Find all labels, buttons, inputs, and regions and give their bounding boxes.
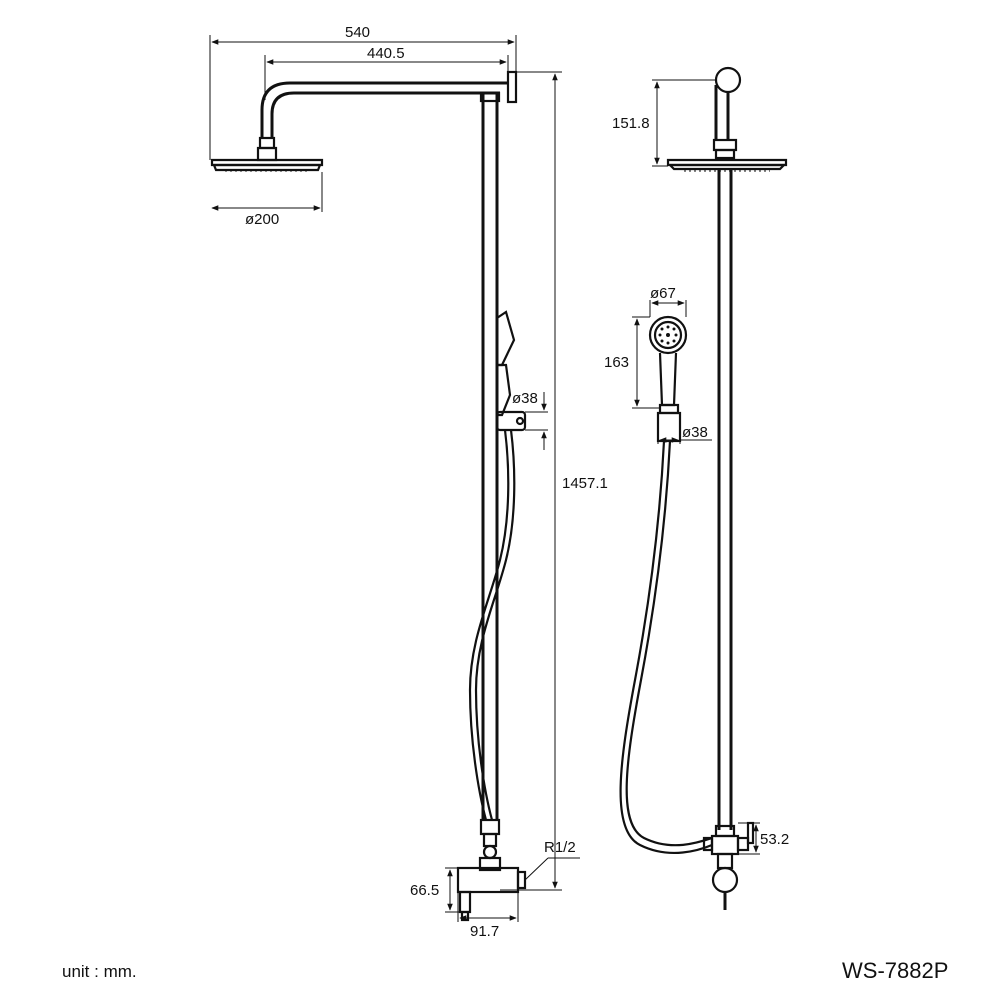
rain-shower-head [210, 136, 324, 172]
dim-arm-drop: 151.8 [612, 115, 650, 132]
dim-valve-height: 66.5 [410, 882, 439, 899]
dim-total-height: 1457.1 [562, 475, 608, 492]
hand-shower-side [648, 315, 688, 443]
side-rain-head [666, 158, 788, 172]
dim-hand-shower-diameter: ø67 [650, 285, 676, 302]
dim-overall-width: 540 [345, 24, 370, 41]
dimension-labels: 540 440.5 ø200 1457.1 ø38 R1/2 66.5 91.7… [245, 24, 789, 940]
hand-shower-holder-front [495, 310, 527, 432]
spray-nozzles [658, 325, 678, 345]
side-valve [702, 821, 755, 910]
hose-front [468, 429, 516, 821]
front-view [210, 70, 549, 922]
dim-inlet-thread: R1/2 [544, 839, 576, 856]
shower-arm [260, 70, 518, 138]
model-number: WS-7882P [842, 958, 949, 983]
dimension-lines [209, 35, 760, 922]
side-view [619, 66, 788, 910]
dim-hand-shower-length: 163 [604, 354, 629, 371]
dim-valve-width: 91.7 [470, 923, 499, 940]
dim-head-diameter: ø200 [245, 211, 279, 228]
dim-holder-diameter-front: ø38 [512, 390, 538, 407]
riser-pipe [479, 91, 501, 820]
hose-side [619, 440, 713, 854]
mixer-valve-front [456, 818, 549, 922]
side-riser [717, 169, 733, 830]
unit-note: unit : mm. [62, 962, 137, 981]
dim-arm-length: 440.5 [367, 45, 405, 62]
side-arm [712, 66, 742, 160]
dim-holder-diameter-side: ø38 [682, 424, 708, 441]
dim-diverter-height: 53.2 [760, 831, 789, 848]
